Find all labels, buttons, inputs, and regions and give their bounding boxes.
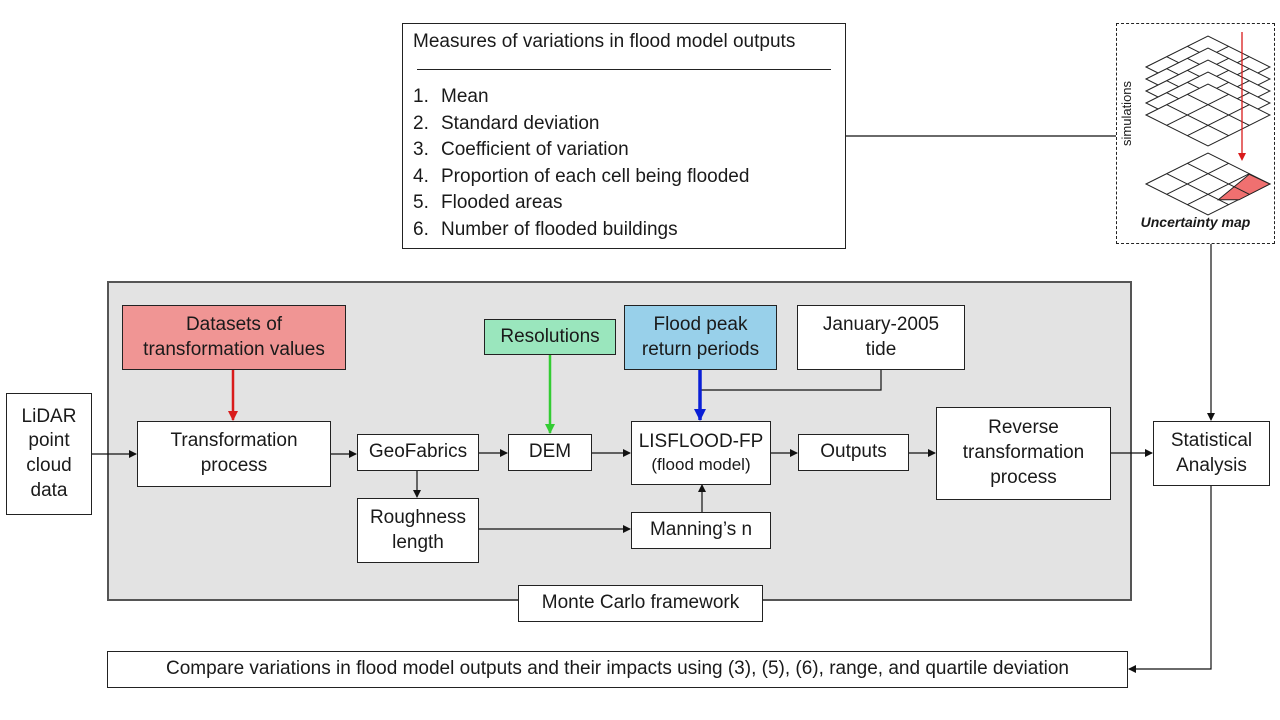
resolutions-box: Resolutions: [484, 319, 616, 355]
uncertainty-map-label: Uncertainty map: [1140, 214, 1251, 230]
measures-list: 1.Mean 2.Standard deviation 3.Coefficien…: [413, 84, 749, 243]
dem-box: DEM: [508, 434, 592, 471]
measures-item: 6.Number of flooded buildings: [413, 218, 678, 240]
geofabrics-box: GeoFabrics: [357, 434, 479, 471]
monte-carlo-framework-label: Monte Carlo framework: [518, 585, 763, 622]
measures-divider: [417, 69, 831, 70]
measures-item: 5.Flooded areas: [413, 192, 563, 213]
measures-item: 2.Standard deviation: [413, 112, 600, 134]
measures-item: 1.Mean: [413, 86, 489, 107]
statistical-to-compare-arrow: [1128, 486, 1212, 673]
measures-title: Measures of variations in flood model ou…: [413, 31, 796, 52]
outputs-box: Outputs: [798, 434, 909, 471]
grid-stack-illustration: [1144, 32, 1272, 216]
compare-variations-box: Compare variations in flood model output…: [107, 651, 1128, 688]
uncertainty-map-panel: [1116, 23, 1275, 244]
tide-to-lisflood-connector: [700, 370, 882, 391]
lisflood-fp-box: LISFLOOD-FP(flood model): [631, 421, 771, 485]
measures-item: 3.Coefficient of variation: [413, 139, 629, 160]
measures-box: Measures of variations in flood model ou…: [402, 23, 846, 249]
measures-item: 4.Proportion of each cell being flooded: [413, 165, 750, 187]
mannings-n-box: Manning’s n: [631, 512, 771, 549]
